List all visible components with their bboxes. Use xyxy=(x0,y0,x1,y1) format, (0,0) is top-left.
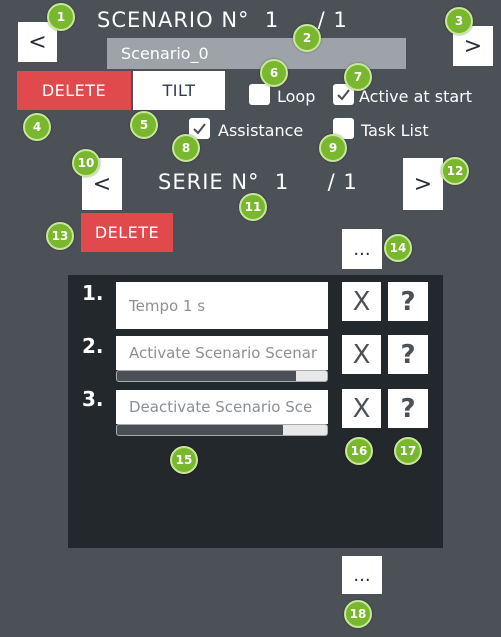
annotation-badge: 16 xyxy=(345,437,373,465)
task-remove-button[interactable]: X xyxy=(342,389,381,428)
annotation-badge: 8 xyxy=(172,134,200,162)
annotation-badge: 1 xyxy=(47,3,75,31)
task-progress-fill xyxy=(117,371,296,381)
task-help-button[interactable]: ? xyxy=(388,389,428,428)
task-help-button[interactable]: ? xyxy=(388,282,428,321)
annotation-badge: 4 xyxy=(23,113,51,141)
task-list-checkbox[interactable] xyxy=(333,118,354,139)
assistance-checkbox[interactable] xyxy=(189,118,210,139)
scenario-name-field[interactable]: Scenario_0 xyxy=(107,38,406,69)
active-at-start-checkbox[interactable] xyxy=(333,84,354,105)
annotation-badge: 18 xyxy=(344,600,372,628)
task-help-button[interactable]: ? xyxy=(388,335,428,374)
annotation-badge: 12 xyxy=(441,157,469,185)
scenario-prev-button[interactable]: < xyxy=(18,22,57,62)
checkmark-icon xyxy=(337,89,350,101)
checkmark-icon xyxy=(193,123,206,135)
task-progress-fill xyxy=(117,425,283,435)
task-number: 3. xyxy=(82,387,104,411)
task-progress-bar xyxy=(116,370,328,382)
annotation-badge: 2 xyxy=(293,24,321,52)
task-remove-button[interactable]: X xyxy=(342,335,381,374)
annotation-badge: 6 xyxy=(260,59,288,87)
loop-checkbox[interactable] xyxy=(249,84,270,105)
annotation-badge: 14 xyxy=(384,234,412,262)
serie-title: SERIE N° 1 / 1 xyxy=(158,170,358,194)
task-field[interactable]: Tempo 1 s xyxy=(116,282,328,329)
scenario-title: SCENARIO N° 1 / 1 xyxy=(97,8,348,32)
annotation-badge: 10 xyxy=(72,149,100,177)
annotation-badge: 3 xyxy=(445,7,473,35)
annotation-badge: 15 xyxy=(170,446,198,474)
annotation-badge: 13 xyxy=(46,222,74,250)
task-field[interactable]: Activate Scenario Scenar xyxy=(116,336,328,370)
task-number: 2. xyxy=(82,334,104,358)
assistance-label: Assistance xyxy=(218,121,304,140)
annotation-badge: 11 xyxy=(239,193,267,221)
annotation-badge: 7 xyxy=(344,63,372,91)
active-at-start-label: Active at start xyxy=(359,87,473,106)
task-remove-button[interactable]: X xyxy=(342,282,381,321)
serie-next-button[interactable]: > xyxy=(403,158,443,210)
task-number: 1. xyxy=(82,281,104,305)
task-progress-bar xyxy=(116,424,328,436)
serie-delete-button[interactable]: DELETE xyxy=(81,213,173,252)
loop-label: Loop xyxy=(277,87,316,106)
serie-more-button[interactable]: ... xyxy=(342,229,382,269)
task-list-label: Task List xyxy=(361,121,429,140)
tilt-button[interactable]: TILT xyxy=(133,71,225,110)
annotation-badge: 5 xyxy=(130,111,158,139)
task-field[interactable]: Deactivate Scenario Sce xyxy=(116,390,328,424)
annotation-badge: 17 xyxy=(394,437,422,465)
scenario-delete-button[interactable]: DELETE xyxy=(17,71,131,110)
add-task-more-button[interactable]: ... xyxy=(342,556,382,594)
annotation-badge: 9 xyxy=(319,134,347,162)
